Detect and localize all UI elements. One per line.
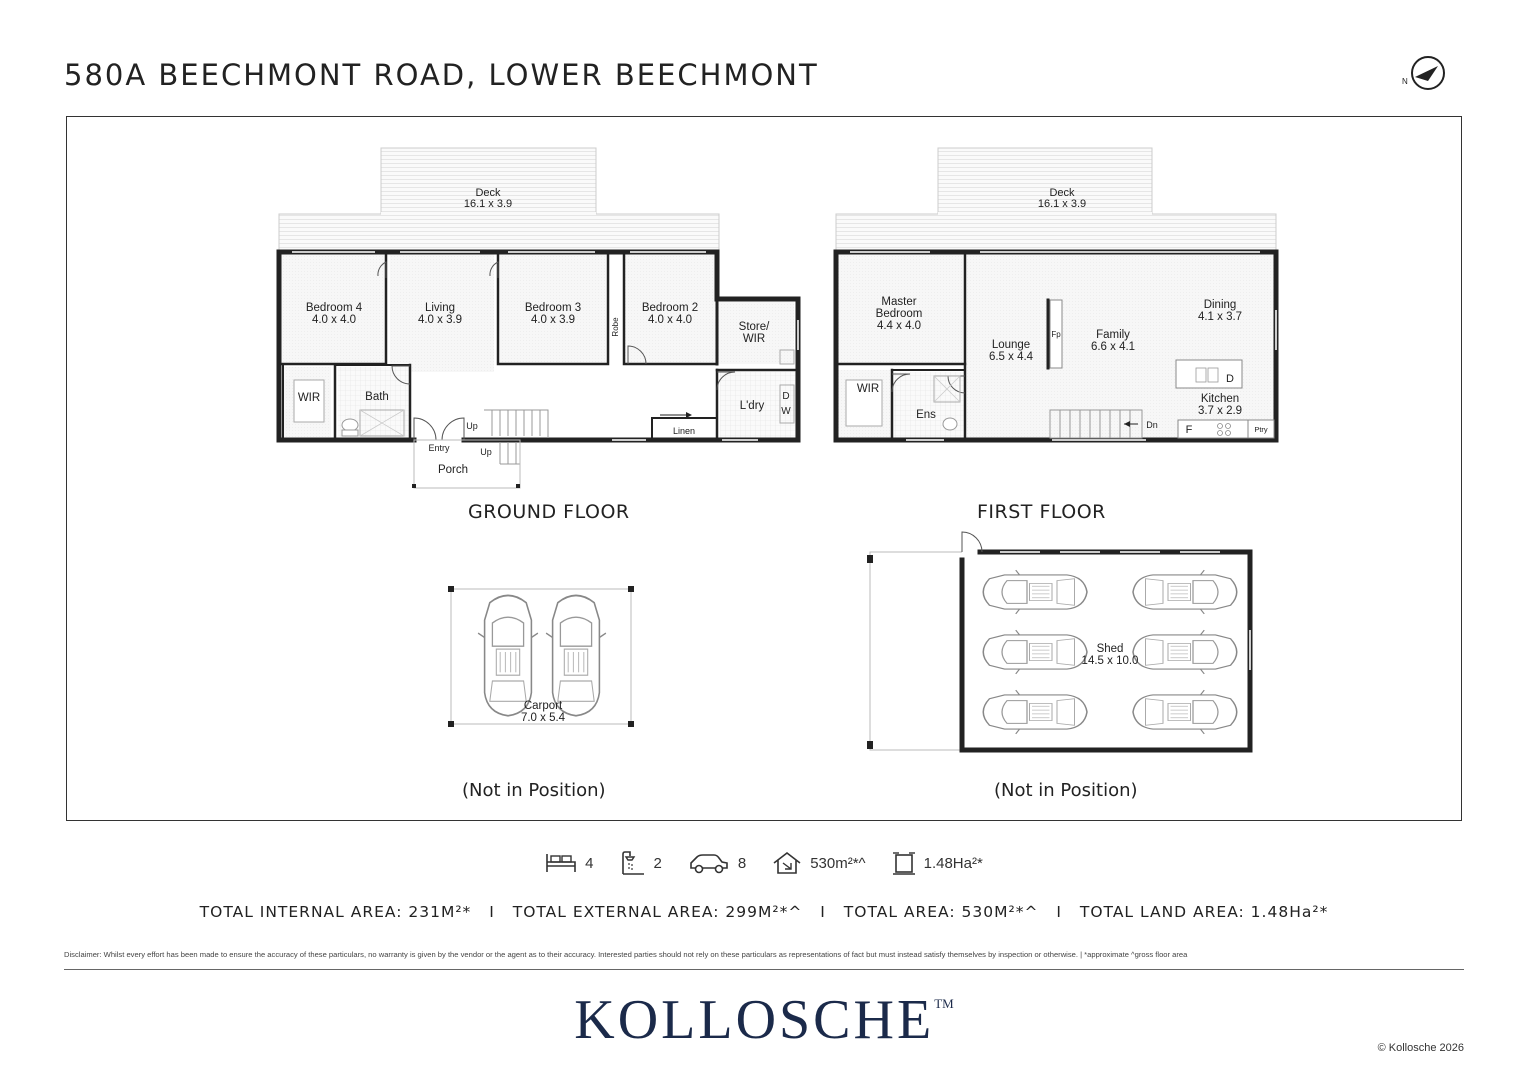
dishwasher-label: D (1226, 373, 1234, 385)
internal-area: TOTAL INTERNAL AREA: 231M²* (199, 903, 472, 921)
shed-label: Shed (1097, 643, 1124, 655)
master-dims: 4.4 x 4.0 (877, 320, 921, 332)
store-label-1: Store/ (739, 321, 770, 333)
ff-down-label: Dn (1146, 420, 1158, 430)
bedroom4-label: Bedroom 4 (306, 302, 363, 314)
gf-washer-label: W (781, 406, 791, 417)
bedroom3-dims: 4.0 x 3.9 (531, 314, 575, 326)
first-floor-label: FIRST FLOOR (977, 501, 1106, 523)
living-label: Living (425, 302, 455, 314)
stat-bedrooms: 4 (545, 852, 594, 874)
lounge-label: Lounge (992, 339, 1030, 351)
floorplan-drawing: Deck 16.1 x 3.9 Bedroom 4 4.0 x 4.0 Livi… (276, 147, 1279, 753)
fridge-label: F (1186, 424, 1193, 436)
floorplan-frame (66, 116, 1462, 821)
porch-label: Porch (438, 464, 468, 476)
total-area: TOTAL AREA: 530M²*^ (843, 903, 1039, 921)
carport-dims: 7.0 x 5.4 (521, 712, 566, 724)
ff-deck-label: Deck (1049, 187, 1075, 199)
fireplace-label: Fp (1051, 330, 1061, 339)
carport-plan: Carport 7.0 x 5.4 (448, 586, 634, 727)
kitchen-label: Kitchen (1201, 393, 1239, 405)
land-area: TOTAL LAND AREA: 1.48Ha²* (1079, 903, 1329, 921)
robe-label: Robe (611, 317, 620, 337)
bathrooms-count: 2 (653, 854, 662, 872)
bedroom2-dims: 4.0 x 4.0 (648, 314, 692, 326)
page-title: 580A BEECHMONT ROAD, LOWER BEECHMONT (64, 58, 819, 92)
land-area-value: 1.48Ha²* (923, 854, 983, 872)
house-area-value: 530m²*^ (810, 854, 866, 872)
brand-name: KOLLOSCHE (574, 989, 935, 1051)
linen-label: Linen (673, 426, 695, 436)
stat-bathrooms: 2 (620, 851, 662, 875)
north-arrow-icon: N (1402, 56, 1445, 90)
pantry-label: Ptry (1254, 425, 1268, 434)
ground-floor-plan: Deck 16.1 x 3.9 Bedroom 4 4.0 x 4.0 Livi… (276, 147, 801, 489)
stat-land-area: 1.48Ha²* (892, 851, 983, 875)
gf-dryer-label: D (782, 391, 789, 402)
bedroom3-label: Bedroom 3 (525, 302, 581, 314)
brand-trademark: TM (934, 996, 954, 1011)
ff-wir-label: WIR (857, 383, 879, 395)
land-area-icon (892, 852, 915, 875)
areas-separator: I (820, 903, 826, 921)
living-dims: 4.0 x 3.9 (418, 314, 462, 326)
gf-up-label-2: Up (480, 447, 492, 457)
lounge-dims: 6.5 x 4.4 (989, 351, 1034, 363)
dining-dims: 4.1 x 3.7 (1198, 311, 1242, 323)
shed-plan: Shed 14.5 x 10.0 (867, 531, 1253, 753)
shed-not-in-position: (Not in Position) (994, 780, 1138, 801)
master-label-2: Bedroom (876, 308, 923, 320)
north-label: N (1402, 77, 1408, 86)
cars-count: 8 (737, 854, 747, 872)
brand-logo: KOLLOSCHETM (0, 988, 1528, 1052)
shed-dims: 14.5 x 10.0 (1082, 655, 1139, 667)
gf-deck-label: Deck (475, 187, 501, 199)
ground-floor-label: GROUND FLOOR (468, 501, 630, 523)
disclaimer: Disclaimer: Whilst every effort has been… (64, 950, 1188, 959)
bath-label: Bath (365, 391, 389, 403)
master-label-1: Master (881, 296, 916, 308)
carport-not-in-position: (Not in Position) (462, 780, 606, 801)
ff-deck-dims: 16.1 x 3.9 (1038, 198, 1086, 210)
carport-label: Carport (524, 700, 563, 712)
stat-cars: 8 (688, 852, 746, 874)
property-stats: 4 2 8 530m²*^ 1.48Ha²* (0, 846, 1528, 880)
laundry-label: L'dry (740, 400, 765, 412)
store-label-2: WIR (743, 333, 765, 345)
first-floor-plan: Deck 16.1 x 3.9 Master Bedroom 4.4 x 4.0… (833, 147, 1279, 443)
bedroom2-label: Bedroom 2 (642, 302, 698, 314)
bed-icon (546, 854, 576, 872)
areas-separator: I (489, 903, 495, 921)
stat-house-area: 530m²*^ (772, 851, 866, 875)
kitchen-dims: 3.7 x 2.9 (1198, 405, 1242, 417)
dining-label: Dining (1204, 299, 1237, 311)
gf-wir-label: WIR (298, 392, 320, 404)
external-area: TOTAL EXTERNAL AREA: 299M²*^ (512, 903, 803, 921)
family-dims: 6.6 x 4.1 (1091, 341, 1135, 353)
house-area-icon (773, 851, 801, 874)
entry-label: Entry (428, 443, 450, 453)
shower-icon (621, 851, 644, 875)
areas-separator: I (1056, 903, 1062, 921)
bedrooms-count: 4 (585, 854, 594, 872)
gf-up-label-1: Up (466, 421, 478, 431)
family-label: Family (1096, 329, 1130, 341)
divider (64, 969, 1464, 970)
total-areas: TOTAL INTERNAL AREA: 231M²* I TOTAL EXTE… (0, 903, 1528, 921)
copyright: © Kollosche 2026 (1377, 1042, 1464, 1054)
bedroom4-dims: 4.0 x 4.0 (312, 314, 356, 326)
car-icon (690, 854, 728, 874)
ensuite-label: Ens (916, 409, 936, 421)
gf-deck-dims: 16.1 x 3.9 (464, 198, 512, 210)
